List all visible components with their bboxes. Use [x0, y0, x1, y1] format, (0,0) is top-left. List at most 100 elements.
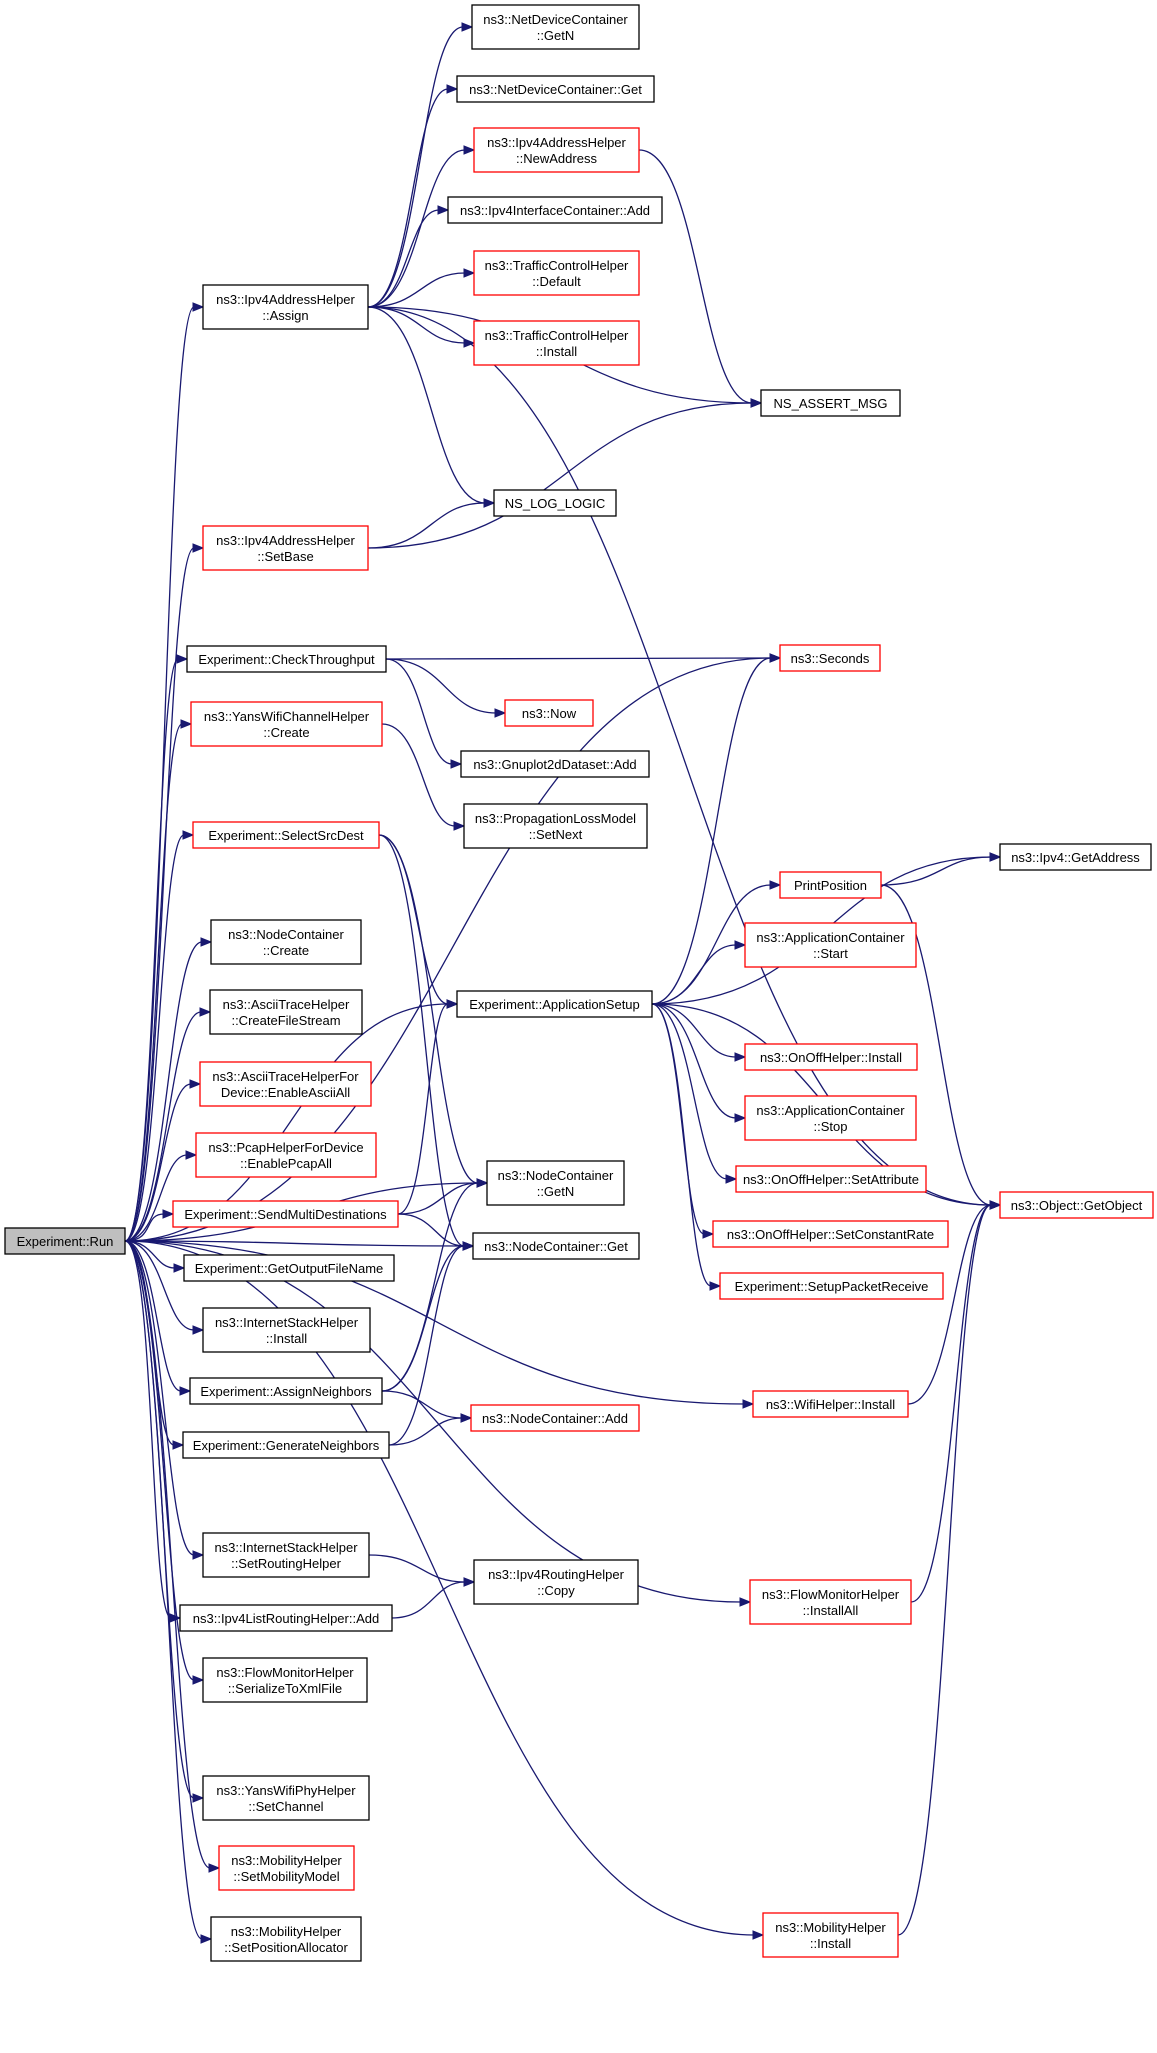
node-app-setup[interactable]: Experiment::ApplicationSetup: [456, 990, 653, 1018]
node-ascii-enable-all[interactable]: ns3::AsciiTraceHelperForDevice::EnableAs…: [199, 1061, 372, 1107]
node-onoff-setrate[interactable]: ns3::OnOffHelper::SetConstantRate: [712, 1220, 949, 1248]
node-generate-neighbors[interactable]: Experiment::GenerateNeighbors: [182, 1431, 390, 1459]
node-onoff-setattr[interactable]: ns3::OnOffHelper::SetAttribute: [735, 1165, 927, 1193]
node-ipv4-getaddress[interactable]: ns3::Ipv4::GetAddress: [999, 843, 1152, 871]
node-nodecontainer-create[interactable]: ns3::NodeContainer::Create: [210, 919, 362, 965]
node-box-gnuplot-add: [460, 750, 650, 778]
node-check-throughput[interactable]: Experiment::CheckThroughput: [186, 645, 387, 673]
node-ipv4-assign[interactable]: ns3::Ipv4AddressHelper::Assign: [202, 284, 369, 330]
arrowhead-run-to-mobility-set-model: [208, 1863, 221, 1873]
node-ipv4if-add[interactable]: ns3::Ipv4InterfaceContainer::Add: [447, 196, 663, 224]
node-proploss-setnext[interactable]: ns3::PropagationLossModel::SetNext: [463, 803, 648, 849]
node-ipv4list-add[interactable]: ns3::Ipv4ListRoutingHelper::Add: [179, 1604, 393, 1632]
edge-run-to-yans-channel-create: [124, 723, 183, 1242]
edge-ipv4-setbase-to-ns-assert-msg: [367, 402, 753, 549]
edge-run-to-ipv4-setbase: [124, 547, 195, 1242]
arrowhead-run-to-flowmon-installall: [739, 1597, 752, 1607]
node-label-setup-packet-receive-0: Experiment::SetupPacketReceive: [735, 1279, 929, 1294]
arrowhead-app-setup-to-appcont-start: [734, 940, 747, 950]
node-label-yans-channel-create-1: ::Create: [263, 725, 309, 740]
node-box-flowmon-serialize: [202, 1657, 368, 1703]
node-send-multi[interactable]: Experiment::SendMultiDestinations: [172, 1200, 399, 1228]
node-onoff-install[interactable]: ns3::OnOffHelper::Install: [744, 1043, 918, 1071]
node-tc-install[interactable]: ns3::TrafficControlHelper::Install: [473, 320, 640, 366]
node-yans-channel-create[interactable]: ns3::YansWifiChannelHelper::Create: [190, 701, 383, 747]
arrowhead-mobility-install-to-object-getobject: [989, 1200, 1002, 1210]
node-label-ascii-create-stream-0: ns3::AsciiTraceHelper: [223, 997, 350, 1012]
node-label-select-src-dest-0: Experiment::SelectSrcDest: [208, 828, 364, 843]
node-select-src-dest[interactable]: Experiment::SelectSrcDest: [192, 821, 380, 849]
node-yans-phy-setchannel[interactable]: ns3::YansWifiPhyHelper::SetChannel: [202, 1775, 370, 1821]
node-box-seconds: [779, 644, 881, 672]
arrowhead-app-setup-to-onoff-setrate: [702, 1229, 715, 1239]
node-ns-log-logic[interactable]: NS_LOG_LOGIC: [493, 489, 617, 517]
node-label-tc-default-1: ::Default: [532, 274, 581, 289]
node-box-ns-log-logic: [493, 489, 617, 517]
arrowhead-run-to-mobility-install: [752, 1930, 765, 1940]
node-ipv4-newaddress[interactable]: ns3::Ipv4AddressHelper::NewAddress: [473, 127, 640, 173]
node-ipv4routing-copy[interactable]: ns3::Ipv4RoutingHelper::Copy: [473, 1559, 639, 1605]
node-nc-getn[interactable]: ns3::NodeContainer::GetN: [486, 1160, 625, 1206]
node-now[interactable]: ns3::Now: [504, 699, 594, 727]
node-box-ipv4routing-copy: [473, 1559, 639, 1605]
node-run[interactable]: Experiment::Run: [4, 1227, 126, 1255]
node-ns-assert-msg[interactable]: NS_ASSERT_MSG: [760, 389, 901, 417]
node-nc-add[interactable]: ns3::NodeContainer::Add: [470, 1404, 640, 1432]
node-gnuplot-add[interactable]: ns3::Gnuplot2dDataset::Add: [460, 750, 650, 778]
edge-run-to-check-throughput: [124, 658, 179, 1242]
node-wifi-install[interactable]: ns3::WifiHelper::Install: [752, 1390, 909, 1418]
node-object-getobject[interactable]: ns3::Object::GetObject: [999, 1191, 1154, 1219]
node-print-position[interactable]: PrintPosition: [779, 871, 882, 899]
node-appcont-start[interactable]: ns3::ApplicationContainer::Start: [744, 922, 917, 968]
node-label-ascii-create-stream-1: ::CreateFileStream: [231, 1013, 340, 1028]
node-label-gnuplot-add-0: ns3::Gnuplot2dDataset::Add: [473, 757, 636, 772]
node-label-flowmon-installall-0: ns3::FlowMonitorHelper: [762, 1587, 900, 1602]
node-box-pcap-enable-all: [195, 1132, 377, 1178]
node-box-appcont-start: [744, 922, 917, 968]
node-box-nc-add: [470, 1404, 640, 1432]
node-label-appcont-stop-1: ::Stop: [814, 1119, 848, 1134]
node-internet-install[interactable]: ns3::InternetStackHelper::Install: [202, 1307, 371, 1353]
edge-select-src-dest-to-app-setup: [378, 834, 449, 1005]
node-ipv4-setbase[interactable]: ns3::Ipv4AddressHelper::SetBase: [202, 525, 369, 571]
node-mobility-set-pos[interactable]: ns3::MobilityHelper::SetPositionAllocato…: [210, 1916, 362, 1962]
call-edges: [124, 22, 1002, 1944]
node-box-netdev-get: [456, 75, 655, 103]
node-netdev-get[interactable]: ns3::NetDeviceContainer::Get: [456, 75, 655, 103]
node-box-get-output-file: [183, 1254, 395, 1282]
node-assign-neighbors[interactable]: Experiment::AssignNeighbors: [189, 1377, 383, 1405]
node-box-wifi-install: [752, 1390, 909, 1418]
arrowhead-run-to-flowmon-serialize: [192, 1675, 205, 1685]
node-box-assign-neighbors: [189, 1377, 383, 1405]
edge-app-setup-to-appcont-stop: [651, 1003, 737, 1119]
node-mobility-set-model[interactable]: ns3::MobilityHelper::SetMobilityModel: [218, 1845, 355, 1891]
node-label-internet-set-routing-1: ::SetRoutingHelper: [231, 1556, 342, 1571]
node-label-netdev-get-0: ns3::NetDeviceContainer::Get: [469, 82, 642, 97]
node-flowmon-installall[interactable]: ns3::FlowMonitorHelper::InstallAll: [749, 1579, 912, 1625]
node-ascii-create-stream[interactable]: ns3::AsciiTraceHelper::CreateFileStream: [209, 989, 363, 1035]
node-flowmon-serialize[interactable]: ns3::FlowMonitorHelper::SerializeToXmlFi…: [202, 1657, 368, 1703]
edge-app-setup-to-setup-packet-receive: [651, 1003, 712, 1287]
node-nc-get[interactable]: ns3::NodeContainer::Get: [472, 1232, 640, 1260]
edge-assign-neighbors-to-nc-get: [381, 1245, 465, 1392]
node-tc-default[interactable]: ns3::TrafficControlHelper::Default: [473, 250, 640, 296]
node-setup-packet-receive[interactable]: Experiment::SetupPacketReceive: [719, 1272, 944, 1300]
node-internet-set-routing[interactable]: ns3::InternetStackHelper::SetRoutingHelp…: [202, 1532, 370, 1578]
node-netdev-getn[interactable]: ns3::NetDeviceContainer::GetN: [471, 4, 640, 50]
node-appcont-stop[interactable]: ns3::ApplicationContainer::Stop: [744, 1095, 917, 1141]
edge-ipv4-assign-to-ipv4-newaddress: [367, 149, 466, 308]
node-seconds[interactable]: ns3::Seconds: [779, 644, 881, 672]
node-mobility-install[interactable]: ns3::MobilityHelper::Install: [762, 1912, 899, 1958]
arrowhead-assign-neighbors-to-nc-getn: [476, 1178, 489, 1188]
arrowhead-app-setup-to-onoff-setattr: [725, 1174, 738, 1184]
node-label-tc-default-0: ns3::TrafficControlHelper: [485, 258, 629, 273]
edge-app-setup-to-seconds: [651, 657, 772, 1005]
node-box-app-setup: [456, 990, 653, 1018]
node-box-ipv4-newaddress: [473, 127, 640, 173]
node-get-output-file[interactable]: Experiment::GetOutputFileName: [183, 1254, 395, 1282]
node-box-nodecontainer-create: [210, 919, 362, 965]
node-box-now: [504, 699, 594, 727]
node-pcap-enable-all[interactable]: ns3::PcapHelperForDevice::EnablePcapAll: [195, 1132, 377, 1178]
edge-send-multi-to-nc-getn: [397, 1182, 479, 1215]
